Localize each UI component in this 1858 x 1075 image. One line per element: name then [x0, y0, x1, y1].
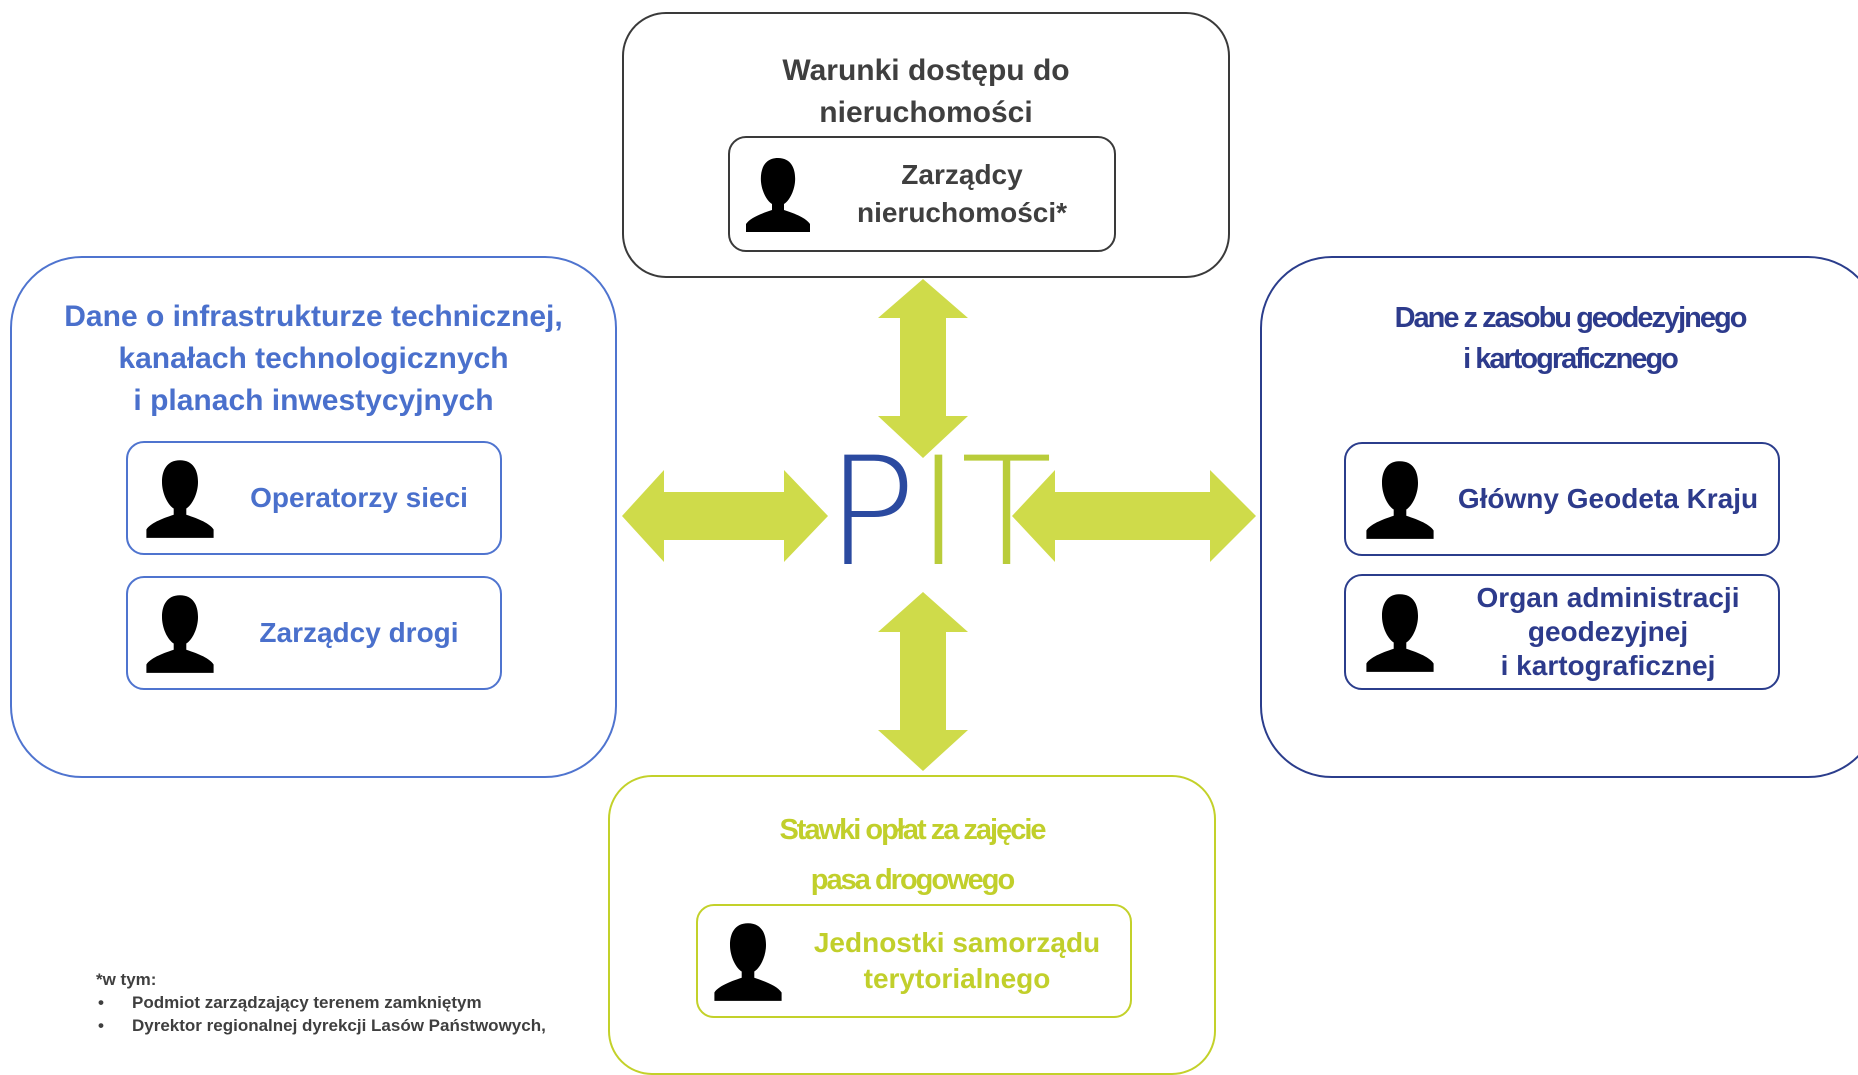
actor-label: Organ administracji geodezyjnej i kartog… — [1446, 576, 1770, 688]
panel-title: Warunki dostępu do nieruchomości — [624, 50, 1228, 134]
person-icon — [746, 158, 810, 232]
arrows-layer — [622, 279, 1256, 771]
arrow-down-to-bottom-panel — [878, 592, 968, 771]
actor-label-line: geodezyjnej — [1527, 616, 1689, 647]
pit-logo: P I T — [826, 426, 1053, 600]
actor-label-line: terytorialnego — [863, 963, 1051, 994]
panel-title-line: kanałach technologicznych — [118, 342, 509, 375]
pit-logo-letter-i: I — [916, 426, 961, 600]
panel-title-line: Dane o infrastrukturze technicznej, — [64, 300, 563, 333]
person-icon — [146, 460, 214, 538]
arrow-right-to-right-panel — [1012, 470, 1256, 562]
actor-label-line: nieruchomości* — [856, 197, 1068, 228]
panel-title: Dane o infrastrukturze technicznej, kana… — [12, 296, 615, 422]
actor-road-managers: Zarządcy drogi — [126, 576, 502, 690]
person-icon — [146, 595, 214, 673]
footnote: *w tym: Podmiot zarządzający terenem zam… — [96, 968, 546, 1037]
actor-property-managers: Zarządcy nieruchomości* — [728, 136, 1116, 252]
person-icon — [714, 923, 782, 1001]
person-icon — [1366, 461, 1434, 539]
footnote-item: Dyrektor regionalnej dyrekcji Lasów Pańs… — [96, 1014, 546, 1037]
actor-chief-surveyor: Główny Geodeta Kraju — [1344, 442, 1780, 556]
actor-label-line: Zarządcy drogi — [259, 617, 459, 648]
panel-infrastructure-data: Dane o infrastrukturze technicznej, kana… — [10, 256, 617, 778]
actor-label: Zarządcy drogi — [228, 578, 490, 688]
footnote-list: Podmiot zarządzający terenem zamkniętym … — [96, 991, 546, 1037]
actor-label-line: Operatorzy sieci — [250, 482, 468, 513]
panel-title-line: i planach inwestycyjnych — [133, 384, 494, 417]
panel-title-line: nieruchomości — [819, 96, 1033, 129]
actor-label-line: Jednostki samorządu — [813, 927, 1101, 958]
actor-label: Jednostki samorządu terytorialnego — [794, 906, 1120, 1016]
actor-label-line: i kartograficznej — [1500, 650, 1716, 681]
actor-label: Zarządcy nieruchomości* — [820, 138, 1104, 250]
panel-title-line: pasa drogowego — [810, 864, 1015, 896]
footnote-item: Podmiot zarządzający terenem zamkniętym — [96, 991, 546, 1014]
actor-local-government-units: Jednostki samorządu terytorialnego — [696, 904, 1132, 1018]
actor-label: Operatorzy sieci — [228, 443, 490, 553]
arrow-left-to-left-panel — [622, 470, 828, 562]
pit-logo-letter-t: T — [960, 426, 1053, 600]
arrow-up-to-top-panel — [878, 279, 968, 458]
panel-title-line: i kartograficznego — [1463, 343, 1679, 375]
actor-label-line: Organ administracji — [1476, 582, 1740, 613]
actor-label-line: Główny Geodeta Kraju — [1457, 483, 1759, 514]
panel-title: Stawki opłat za zajęcie pasa drogowego — [610, 805, 1214, 905]
panel-title-line: Warunki dostępu do — [782, 54, 1070, 87]
panel-title-line: Dane z zasobu geodezyjnego — [1394, 302, 1748, 334]
panel-title-line: Stawki opłat za zajęcie — [779, 814, 1046, 846]
actor-label-line: Zarządcy — [901, 159, 1023, 190]
actor-geodetic-authority: Organ administracji geodezyjnej i kartog… — [1344, 574, 1780, 690]
actor-label: Główny Geodeta Kraju — [1446, 444, 1770, 554]
actor-network-operators: Operatorzy sieci — [126, 441, 502, 555]
panel-title: Dane z zasobu geodezyjnego i kartografic… — [1262, 298, 1858, 380]
person-icon — [1366, 594, 1434, 672]
footnote-heading: *w tym: — [96, 970, 157, 989]
pit-logo-letter-p: P — [826, 426, 917, 600]
